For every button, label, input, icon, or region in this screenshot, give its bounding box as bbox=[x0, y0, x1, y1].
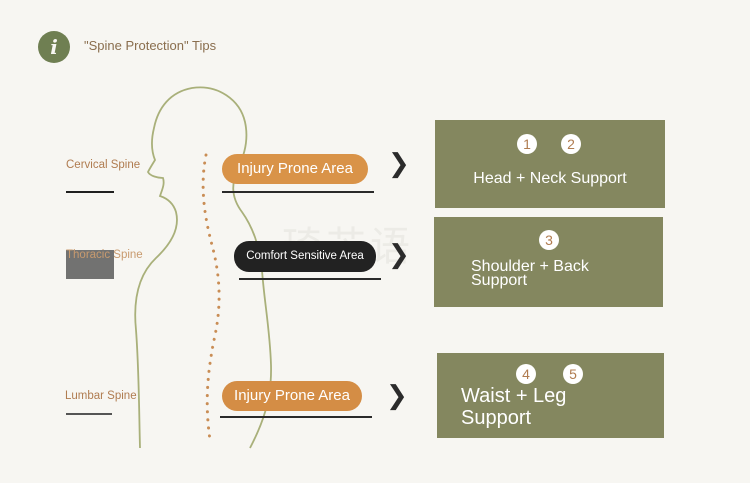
number-badge-5: 5 bbox=[563, 364, 583, 384]
chevron-right-icon: ❯ bbox=[386, 381, 408, 411]
pill-underline-lumbar bbox=[220, 416, 372, 418]
number-badge-2: 2 bbox=[561, 134, 581, 154]
number-badge-4: 4 bbox=[516, 364, 536, 384]
area-pill-thoracic: Comfort Sensitive Area bbox=[234, 241, 376, 272]
cervical-underline bbox=[66, 191, 114, 193]
card-title-head-neck: Head + Neck Support bbox=[473, 170, 627, 187]
page-title: "Spine Protection" Tips bbox=[84, 38, 217, 53]
label-thoracic-spine: Thoracic Spine bbox=[66, 249, 143, 261]
card-title-shoulder-line1: Shoulder + Back bbox=[471, 258, 589, 275]
chevron-right-icon: ❯ bbox=[388, 240, 410, 270]
info-icon: i bbox=[38, 31, 70, 63]
card-title-waist-line2: Support bbox=[461, 407, 532, 429]
card-head-neck-support bbox=[435, 120, 665, 208]
chevron-right-icon: ❯ bbox=[388, 149, 410, 179]
area-pill-lumbar: Injury Prone Area bbox=[222, 381, 362, 411]
card-title-shoulder-line2: Support bbox=[471, 272, 528, 289]
card-title-waist-line1: Waist + Leg bbox=[461, 385, 567, 407]
pill-underline-cervical bbox=[222, 191, 374, 193]
thoracic-label-shade bbox=[66, 250, 114, 279]
card-title-waist-leg: Waist + Leg Support bbox=[461, 385, 566, 429]
label-cervical-spine: Cervical Spine bbox=[66, 159, 141, 171]
number-badge-3: 3 bbox=[539, 230, 559, 250]
lumbar-underline bbox=[66, 413, 112, 415]
spine-dots bbox=[201, 153, 221, 442]
pill-underline-thoracic bbox=[239, 278, 381, 280]
card-waist-leg-support bbox=[437, 353, 664, 438]
number-badge-1: 1 bbox=[517, 134, 537, 154]
card-title-shoulder-back: Shoulder + Back Support bbox=[471, 258, 589, 289]
area-pill-cervical: Injury Prone Area bbox=[222, 154, 368, 184]
label-lumbar-spine: Lumbar Spine bbox=[65, 390, 137, 402]
